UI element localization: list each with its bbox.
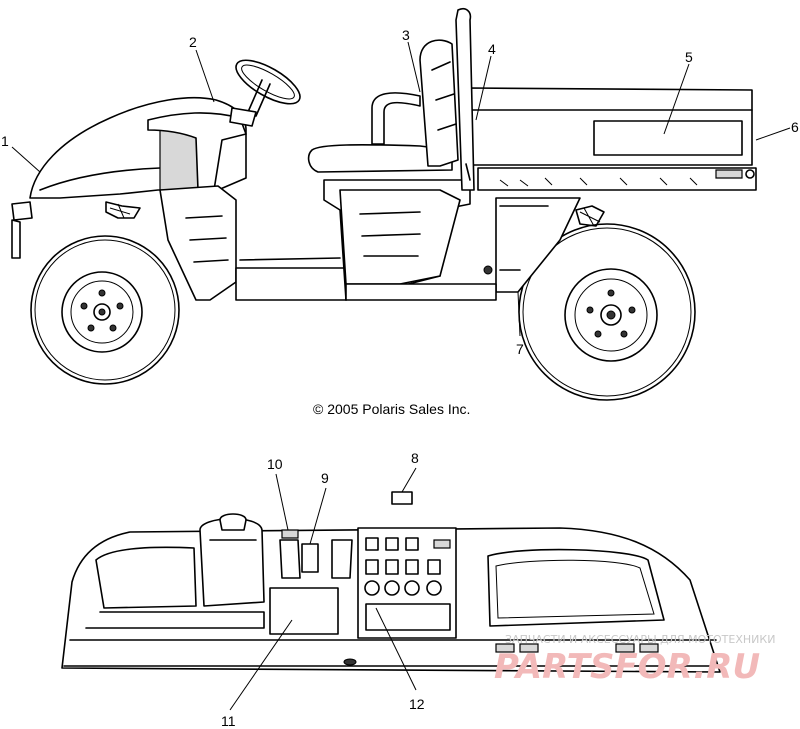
utility-vehicle-side-view xyxy=(11,7,757,401)
dashboard-view xyxy=(61,491,721,673)
cargo-box xyxy=(461,87,757,191)
watermark-tagline: ЗАПЧАСТИ И АКСЕССУАРЫ ДЛЯ МОТОТЕХНИКИ xyxy=(505,633,775,646)
callout-8: 8 xyxy=(411,450,419,466)
leader-11 xyxy=(229,619,293,711)
vehicle-body xyxy=(29,96,497,301)
leader-8 xyxy=(401,467,417,493)
callout-4: 4 xyxy=(488,41,496,57)
leader-2 xyxy=(195,49,215,103)
leader-1 xyxy=(11,146,41,173)
callout-3: 3 xyxy=(402,27,410,43)
watermark-brand: PARTSFOR.RU xyxy=(494,647,760,687)
leader-12 xyxy=(375,607,417,691)
rear-wheel xyxy=(518,223,696,401)
watermark: ЗАПЧАСТИ И АКСЕССУАРЫ ДЛЯ МОТОТЕХНИКИ PA… xyxy=(494,633,775,687)
seat-and-rollbar xyxy=(307,7,475,191)
cargo-box-decal-5 xyxy=(593,120,743,156)
callout-12: 12 xyxy=(409,696,425,712)
steering-wheel xyxy=(229,59,301,127)
callout-leaders-upper xyxy=(11,41,791,337)
dash-decal-12-tray xyxy=(365,603,451,631)
front-wheel xyxy=(30,235,180,385)
leader-5 xyxy=(663,63,690,135)
callout-10: 10 xyxy=(267,456,283,472)
dash-decal-11 xyxy=(269,587,339,635)
rear-fender xyxy=(483,197,605,293)
front-bumper xyxy=(11,201,141,259)
callout-7: 7 xyxy=(516,341,524,357)
callout-labels: 1 2 3 4 5 6 7 8 9 10 11 12 xyxy=(1,27,799,729)
dash-decal-8 xyxy=(391,491,413,505)
right-glove-box xyxy=(487,548,665,627)
callout-2: 2 xyxy=(189,34,197,50)
dash-decal-9 xyxy=(301,543,319,573)
leader-7 xyxy=(517,291,521,337)
switch-buttons xyxy=(364,537,451,596)
leader-3 xyxy=(407,41,421,93)
callout-9: 9 xyxy=(321,470,329,486)
leader-10 xyxy=(275,473,289,531)
cup-holder-left xyxy=(279,539,301,579)
copyright-text: © 2005 Polaris Sales Inc. xyxy=(313,401,470,417)
callout-11: 11 xyxy=(221,713,236,729)
leader-4 xyxy=(475,55,492,121)
leader-9 xyxy=(309,487,327,545)
callout-6: 6 xyxy=(791,119,799,135)
callout-1: 1 xyxy=(1,133,9,149)
leader-6 xyxy=(755,127,791,141)
callout-5: 5 xyxy=(685,49,693,65)
dash-decal-10 xyxy=(281,529,299,539)
callout-leaders-lower xyxy=(229,467,417,711)
